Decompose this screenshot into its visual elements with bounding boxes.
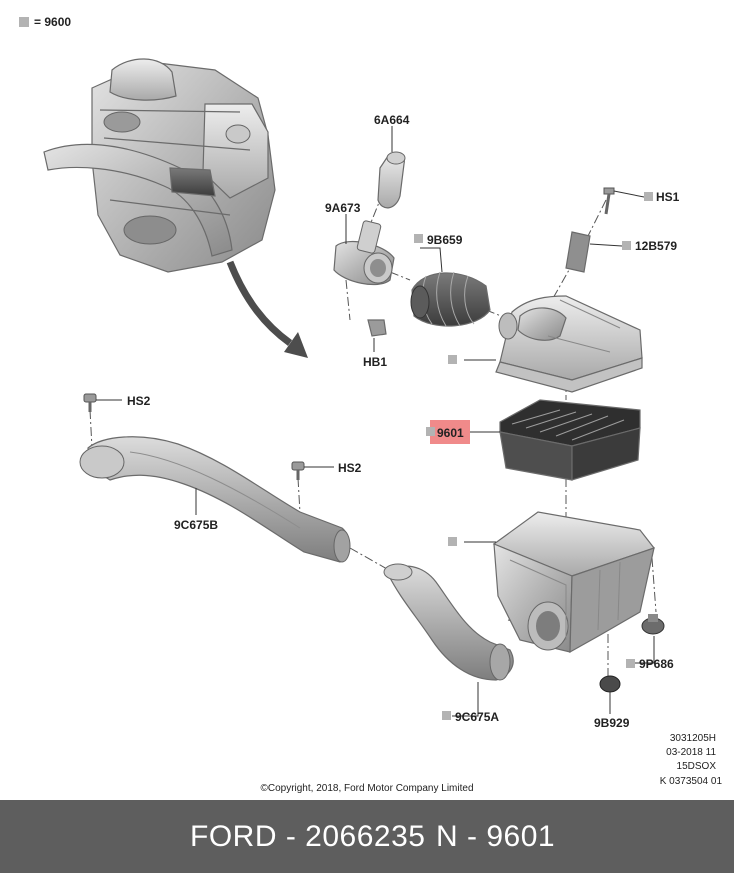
label-HS2-upper: HS2	[127, 394, 151, 408]
engine-illustration	[43, 58, 276, 273]
legend-text: = 9600	[34, 15, 71, 29]
label-HB1: HB1	[363, 355, 387, 369]
pointer-arrow-shaft	[226, 260, 293, 346]
part-HS2-lower	[291, 461, 305, 480]
label-HS2-lower: HS2	[338, 461, 362, 475]
copyright: ©Copyright, 2018, Ford Motor Company Lim…	[260, 783, 473, 794]
pointer-arrow-head	[284, 332, 308, 358]
footer-reference: N - 9601	[436, 820, 556, 853]
label-9A673: 9A673	[325, 201, 361, 215]
leader-lines	[96, 126, 655, 717]
doc-info-line-3: 15DSOX	[677, 761, 717, 772]
part-12B579	[565, 231, 591, 273]
footer-bar: FORD - 2066235 N - 9601	[0, 800, 734, 873]
part-air-cleaner-cover	[495, 295, 643, 393]
label-9C675B: 9C675B	[174, 518, 218, 532]
part-9C675B-duct	[79, 436, 351, 563]
highlight-9601	[430, 420, 470, 444]
label-9B659: 9B659	[427, 233, 463, 247]
part-air-cleaner-box	[492, 511, 655, 654]
part-HS2-upper	[83, 393, 97, 412]
label-6A664: 6A664	[374, 113, 410, 127]
part-9A673	[333, 220, 395, 286]
label-12B579: 12B579	[635, 239, 677, 253]
footer-part-number: FORD - 2066235	[190, 820, 426, 853]
parts-diagram: = 9600	[19, 15, 723, 794]
part-HB1	[367, 319, 387, 337]
doc-info-line-4: K 0373504 01	[660, 776, 723, 787]
part-9C675A-duct	[383, 563, 514, 681]
callout-marker-9601	[426, 427, 435, 436]
legend-swatch	[19, 17, 29, 27]
doc-info-line-1: 3031205H	[670, 733, 716, 744]
part-9B659	[410, 271, 491, 327]
part-9601-air-filter	[499, 399, 641, 481]
label-HS1: HS1	[656, 190, 680, 204]
label-9C675A: 9C675A	[455, 710, 499, 724]
label-9B929: 9B929	[594, 716, 630, 730]
part-9P686	[641, 614, 665, 635]
label-9601: 9601	[437, 426, 464, 440]
callout-markers	[414, 192, 653, 720]
label-9P686: 9P686	[639, 657, 674, 671]
doc-info-line-2: 03-2018 11	[666, 747, 716, 758]
part-9B929	[599, 675, 621, 693]
